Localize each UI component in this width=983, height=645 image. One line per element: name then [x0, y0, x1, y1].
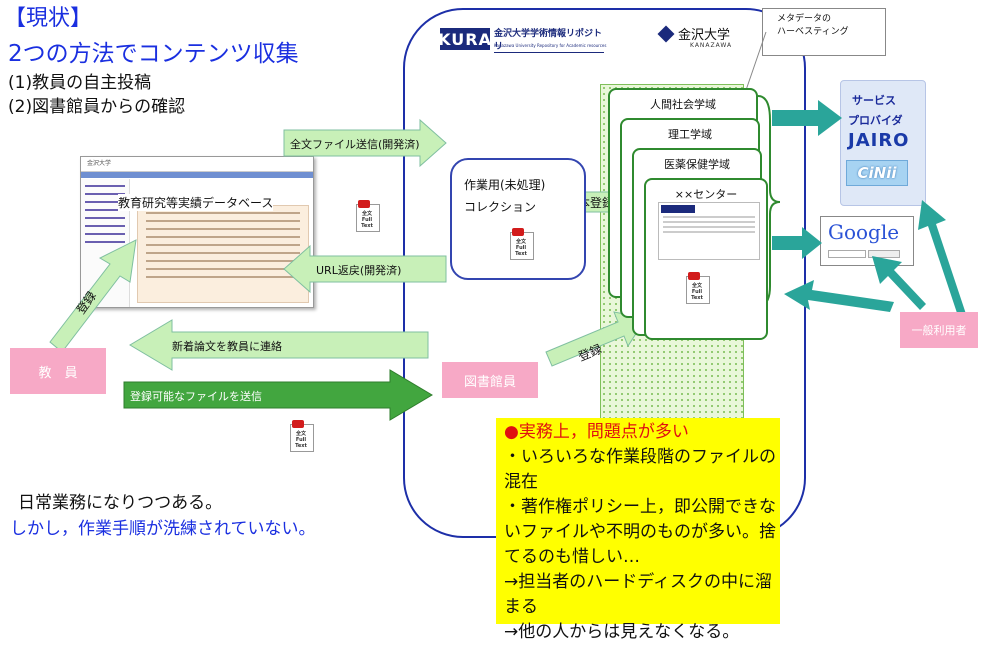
arrows-layer: [49, 95, 968, 421]
center-page-thumbnail: [658, 202, 760, 260]
google-logo-text: Google: [828, 220, 900, 244]
label-register-main: 本登録: [578, 196, 615, 210]
label-contact-faculty: 新着論文を教員に連絡: [172, 340, 282, 353]
provider-label-line2: プロバイダ: [848, 114, 903, 127]
db-window-header: 金沢大学: [81, 157, 313, 172]
university-name: 金沢大学: [678, 28, 731, 43]
arrow-contact-faculty: [129, 319, 429, 371]
harvest-note-pointer: [743, 31, 767, 97]
jairo-logo: JAIRO: [848, 130, 910, 151]
arrow-send-file: [123, 369, 433, 421]
kura-caption-en: Kanazawa University Repository for Acade…: [494, 43, 607, 48]
cinii-logo: CiNii: [846, 160, 908, 186]
method-2: (2)図書館員からの確認: [8, 97, 186, 117]
issue-note: しかし，作業手順が洗練されていない。: [10, 519, 316, 539]
harvest-note-line1: メタデータの: [777, 14, 832, 24]
google-search-button: [868, 250, 900, 258]
work-collection-line2: コレクション: [464, 200, 537, 214]
public-user-role-box: 一般利用者: [900, 312, 978, 348]
faculty-group-bracket: [757, 95, 781, 307]
label-url-return: URL返戻(開発済): [316, 264, 402, 277]
arrow-public-to-provider: [918, 200, 968, 322]
arrow-send-fulltext: [283, 118, 447, 168]
librarian-role-box: 図書館員: [442, 362, 538, 398]
page-subtitle: 2つの方法でコンテンツ収集: [8, 41, 299, 67]
db-window-univ: 金沢大学: [87, 160, 112, 167]
work-collection-line1: 作業用(未処理): [464, 178, 546, 192]
arrow-public-to-repo: [784, 280, 894, 312]
db-window-list: [137, 205, 309, 303]
google-logo: Google: [828, 220, 899, 244]
label-send-file: 登録可能なファイルを送信: [130, 390, 262, 403]
problem-box: ●実務上，問題点が多い ・いろいろな作業段階のファイルの混在 ・著作権ポリシー上…: [496, 418, 780, 642]
method-1: (1)教員の自主投稿: [8, 73, 152, 93]
arrow-public-to-google: [872, 256, 926, 310]
problem-line-1: ・いろいろな作業段階のファイルの混在: [504, 447, 776, 492]
problem-line-4: →他の人からは見えなくなる。: [504, 622, 740, 642]
problem-heading: ●実務上，問題点が多い: [504, 422, 689, 442]
page-title: 【現状】: [4, 6, 93, 31]
arrow-url-return: [283, 244, 447, 294]
db-window-title: 教育研究等実績データベース: [118, 194, 274, 211]
faculty-role-box: 教 員: [10, 348, 106, 394]
problem-line-2: ・著作権ポリシー上，即公開できないファイルや不明のものが多い。捨てるのも惜しい…: [504, 497, 776, 567]
status-note: 日常業務になりつつある。: [18, 493, 223, 513]
arrow-register-faculty: [49, 239, 137, 353]
harvest-note: メタデータの ハーベスティング: [762, 8, 886, 56]
db-window-menubar: [81, 172, 313, 178]
problem-line-3: →担当者のハードディスクの中に溜まる: [504, 572, 773, 617]
arrow-to-google: [772, 227, 822, 259]
provider-label-line1: サービス: [852, 94, 896, 107]
google-search-field: [828, 250, 866, 258]
harvest-note-line2: ハーベスティング: [777, 27, 849, 37]
label-send-fulltext: 全文ファイル送信(開発済): [290, 138, 420, 151]
kura-caption-jp: 金沢大学学術情報リポジトリ: [494, 26, 604, 53]
work-collection-box: [450, 158, 586, 280]
kura-logo: KURA: [438, 28, 492, 50]
arrow-to-provider: [772, 100, 842, 136]
university-name-en: KANAZAWA: [690, 42, 733, 49]
